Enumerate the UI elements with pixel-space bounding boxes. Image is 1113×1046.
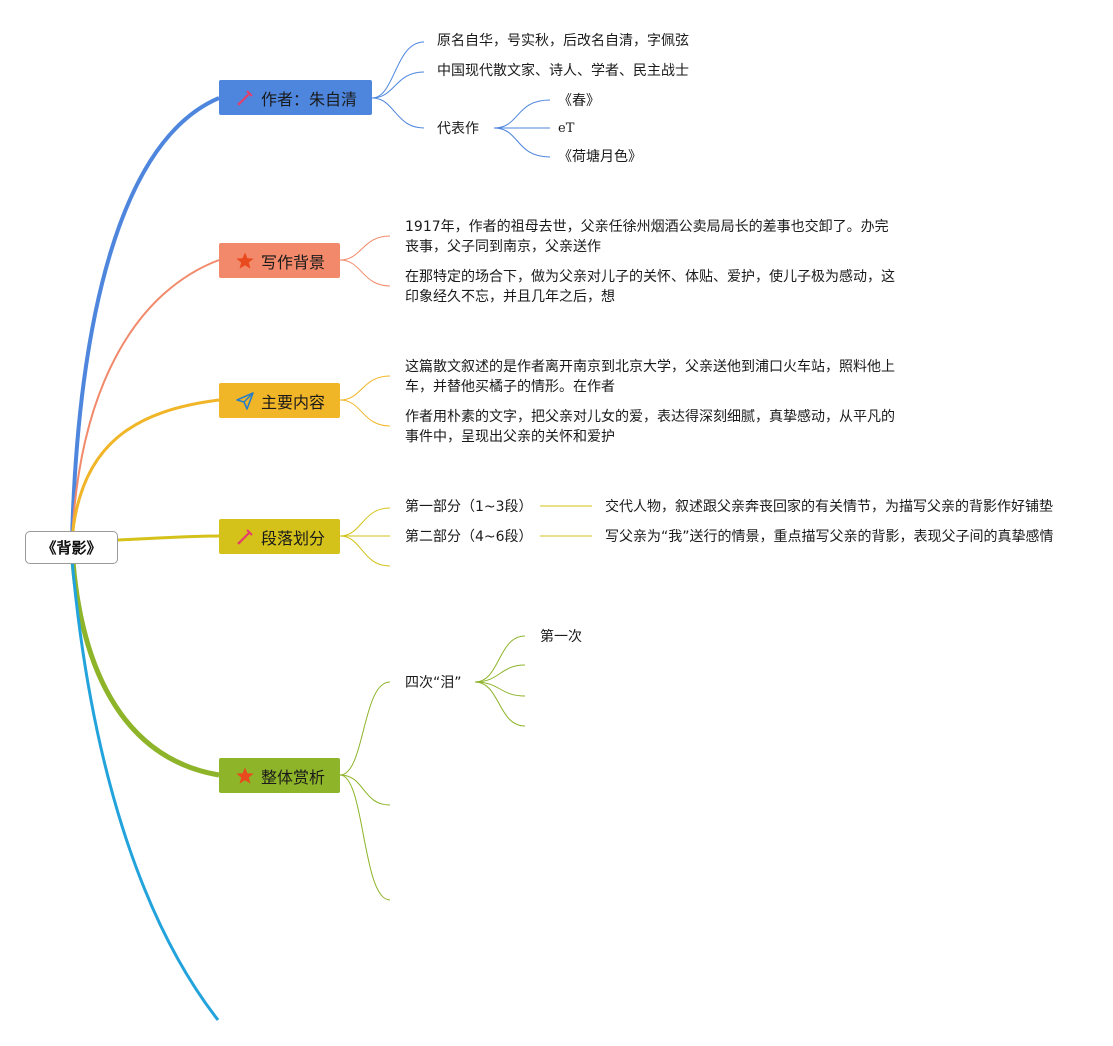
section-part-1-desc: 交代人物，叙述跟父亲奔丧回家的有关情节，为描写父亲的背影作好铺垫 <box>605 499 1053 515</box>
link-root-tail <box>70 559 220 1021</box>
branch-background[interactable]: 写作背景 <box>219 243 340 278</box>
background-item-1: 1917年，作者的祖母去世，父亲任徐州烟酒公卖局局长的差事也交卸了。办完丧事，父… <box>405 219 889 255</box>
work-item-3: 《荷塘月色》 <box>558 149 642 165</box>
link-root-analysis <box>69 547 220 778</box>
tears-item-1: 第一次 <box>540 629 582 645</box>
branch-author-label: 作者：朱自清 <box>261 89 358 109</box>
background-item-2: 在那特定的场合下，做为父亲对儿子的关怀、体贴、爱护，使儿子极为感动，这印象经久不… <box>405 269 895 305</box>
star-icon <box>236 252 254 269</box>
work-item-2: eT <box>558 121 575 136</box>
link-root-content <box>70 398 220 541</box>
author-item-1: 原名自华，号实秋，后改名自清，字佩弦 <box>437 33 689 49</box>
link-root-author <box>70 96 220 541</box>
content-item-2: 作者用朴素的文字，把父亲对儿女的爱，表达得深刻细腻，真挚感动，从平凡的事件中，呈… <box>405 409 895 445</box>
tears-label: 四次“泪” <box>405 675 462 691</box>
pencil-icon <box>237 528 253 544</box>
link-root-sections <box>117 534 220 542</box>
link-root-background <box>71 259 220 541</box>
branch-content-label: 主要内容 <box>261 392 326 412</box>
branch-analysis-label: 整体赏析 <box>261 767 326 787</box>
content-item-1: 这篇散文叙述的是作者离开南京到北京大学，父亲送他到浦口火车站，照料他上车，并替他… <box>405 359 895 395</box>
branch-background-label: 写作背景 <box>261 252 326 272</box>
author-works-label: 代表作 <box>437 121 479 137</box>
root-node[interactable]: 《背影》 <box>25 531 118 564</box>
section-part-2-desc: 写父亲为“我”送行的情景，重点描写父亲的背影，表现父子间的真挚感情 <box>605 529 1054 545</box>
paper-plane-icon <box>236 391 254 410</box>
branch-content[interactable]: 主要内容 <box>219 383 340 418</box>
branch-author[interactable]: 作者：朱自清 <box>219 80 372 115</box>
branch-analysis[interactable]: 整体赏析 <box>219 758 340 793</box>
section-part-2-name: 第二部分（4~6段） <box>405 529 533 545</box>
section-part-1-name: 第一部分（1~3段） <box>405 499 533 515</box>
branch-sections[interactable]: 段落划分 <box>219 519 340 554</box>
work-item-1: 《春》 <box>558 93 600 109</box>
star-icon <box>236 767 254 784</box>
pencil-icon <box>237 89 253 105</box>
branch-sections-label: 段落划分 <box>261 528 326 548</box>
author-item-2: 中国现代散文家、诗人、学者、民主战士 <box>437 63 689 79</box>
